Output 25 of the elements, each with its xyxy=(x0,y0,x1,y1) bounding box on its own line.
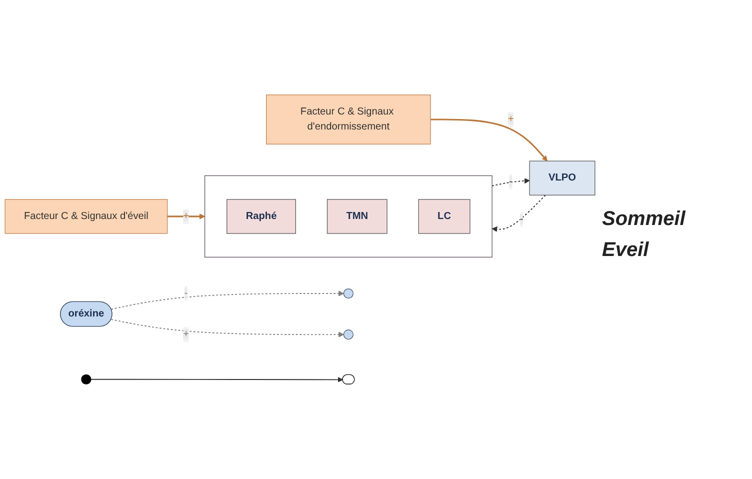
arrow xyxy=(110,318,344,338)
node-box: Raphé xyxy=(226,199,296,234)
edge-label: - xyxy=(184,288,188,299)
state-label: Eveil xyxy=(602,239,650,262)
edge-label: - xyxy=(509,176,512,187)
cluster xyxy=(204,175,492,258)
arrow xyxy=(110,290,344,310)
node-circle xyxy=(81,374,92,384)
node-circle xyxy=(343,288,354,299)
state-label: Sommeil xyxy=(602,208,687,231)
edge-label: + xyxy=(183,210,190,222)
arrow xyxy=(492,178,530,186)
arrow xyxy=(430,118,548,162)
node-circle xyxy=(343,330,354,340)
arrow xyxy=(167,214,206,220)
node-box: TMN xyxy=(326,199,388,234)
edge-label: + xyxy=(508,114,514,125)
node-box: Facteur C & Signaux d'éveil xyxy=(4,199,168,234)
node-box: VLPO xyxy=(529,160,596,196)
edge-label: - xyxy=(520,214,524,224)
node-box: Facteur C & Signaux d'endormissement xyxy=(266,94,431,144)
arrow xyxy=(90,376,344,382)
edge-label: + xyxy=(183,328,190,340)
arrow xyxy=(492,194,546,232)
node-box: LC xyxy=(418,199,470,234)
